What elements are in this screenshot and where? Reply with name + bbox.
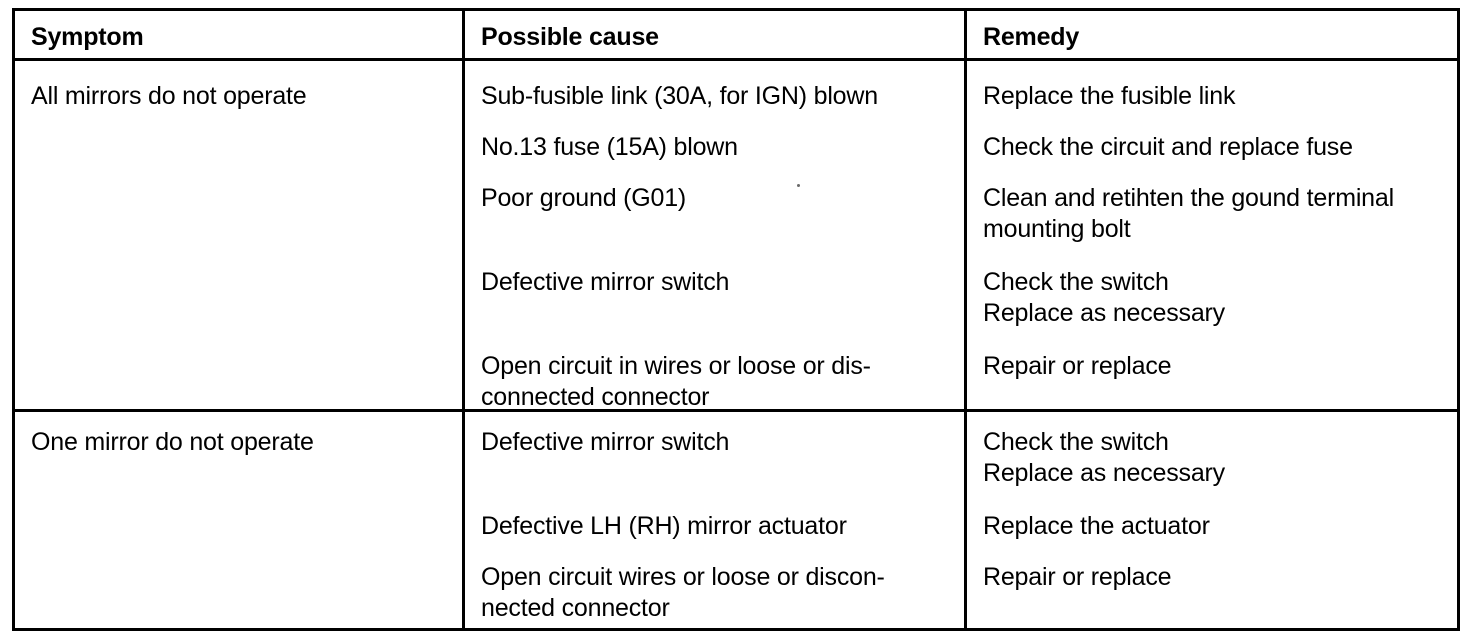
cause-entry: Defective mirror switch — [481, 268, 730, 296]
remedy-entry: Repair or replace — [983, 563, 1172, 591]
troubleshooting-table: Symptom Possible cause Remedy All mirror… — [12, 8, 1460, 631]
column-divider-symptom-cause — [462, 11, 465, 628]
remedy-cell: Check the switch Replace as necessary Re… — [967, 412, 1457, 628]
header-cell-possible-cause: Possible cause — [465, 11, 964, 58]
column-header-possible-cause: Possible cause — [481, 23, 659, 51]
column-header-symptom: Symptom — [31, 23, 144, 51]
symptom-label: All mirrors do not operate — [31, 82, 307, 110]
remedy-entry: Replace the actuator — [983, 512, 1210, 540]
cause-entry: Poor ground (G01) — [481, 184, 687, 212]
cause-entry: Defective mirror switch — [481, 428, 730, 456]
possible-cause-cell: Sub-fusible link (30A, for IGN) blown No… — [465, 61, 964, 411]
column-header-remedy: Remedy — [983, 23, 1080, 51]
table-header-row: Symptom Possible cause Remedy — [15, 11, 1457, 61]
symptom-cell: One mirror do not operate — [15, 412, 462, 628]
remedy-cell: Replace the fusible link Check the circu… — [967, 61, 1457, 409]
header-cell-symptom: Symptom — [15, 11, 462, 58]
remedy-entry: Replace the fusible link — [983, 82, 1236, 110]
symptom-label: One mirror do not operate — [31, 428, 314, 456]
symptom-cell: All mirrors do not operate — [15, 61, 462, 409]
possible-cause-cell: Defective mirror switch Defective LH (RH… — [465, 412, 964, 628]
remedy-entry: Check the switch Replace as necessary — [983, 428, 1225, 487]
remedy-entry: Check the circuit and replace fuse — [983, 133, 1353, 161]
table-row: All mirrors do not operate Sub-fusible l… — [15, 61, 1457, 412]
column-divider-cause-remedy — [964, 11, 967, 628]
cause-entry: Open circuit wires or loose or discon- n… — [481, 563, 885, 622]
remedy-entry: Check the switch Replace as necessary — [983, 268, 1225, 327]
cause-entry: Sub-fusible link (30A, for IGN) blown — [481, 82, 878, 110]
remedy-entry: Repair or replace — [983, 352, 1172, 380]
remedy-entry: Clean and retihten the gound terminal mo… — [983, 184, 1394, 243]
cause-entry: No.13 fuse (15A) blown — [481, 133, 738, 161]
header-cell-remedy: Remedy — [967, 11, 1457, 58]
cause-entry: Open circuit in wires or loose or dis- c… — [481, 352, 871, 411]
cause-entry: Defective LH (RH) mirror actuator — [481, 512, 847, 540]
scan-artifact-speck — [797, 184, 800, 187]
table-row: One mirror do not operate Defective mirr… — [15, 412, 1457, 628]
